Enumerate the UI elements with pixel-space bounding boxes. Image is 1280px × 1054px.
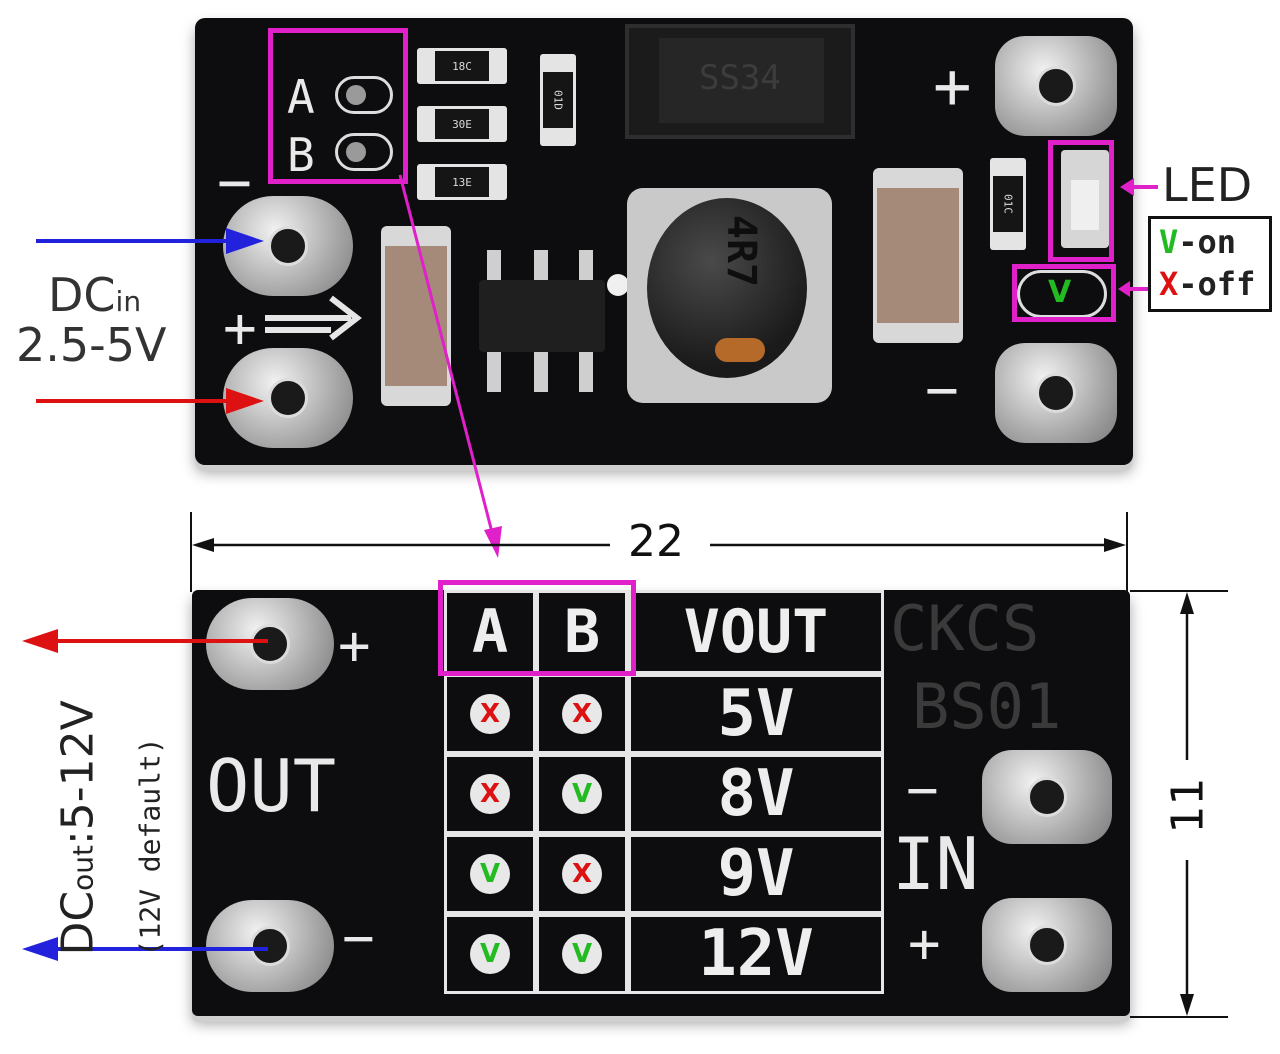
input-range: 2.5-5V <box>16 318 167 372</box>
brand-line-2: BS01 <box>912 670 1062 743</box>
table-row-3-vout: 9V <box>628 834 884 914</box>
input-minus-arrow-icon <box>36 228 264 254</box>
in-label: IN <box>892 822 979 906</box>
input-label-dc: DC <box>48 268 116 322</box>
output-label: DCout:5-12V <box>52 616 104 956</box>
pad-bottom-right-minus <box>995 343 1117 443</box>
dim-left-tick <box>190 512 192 592</box>
input-plus-arrow-icon <box>36 388 264 414</box>
top-plus-right: + <box>933 50 972 124</box>
output-label-range: :5-12V <box>52 700 104 846</box>
table-row-2-b: V <box>536 754 628 834</box>
legend-off-symbol: X <box>1159 265 1179 303</box>
legend-on-symbol: V <box>1159 223 1179 261</box>
direction-arrow-icon <box>265 295 362 341</box>
bottom-board: + − OUT A B VOUT X X 5V X V 8V V X 9V V … <box>192 590 1130 1016</box>
in-plus-sign: + <box>908 912 941 975</box>
table-row-4-vout: 12V <box>628 914 884 994</box>
resistor-3: 13E <box>417 164 507 200</box>
highlight-led <box>1048 140 1114 262</box>
highlight-led-pad <box>1012 264 1116 322</box>
resistor-1: 18C <box>417 48 507 84</box>
resistor-2: 30E <box>417 106 507 142</box>
jumper-b-label: B <box>287 128 315 182</box>
table-row-4-b: V <box>536 914 628 994</box>
dim-right-tick <box>1126 512 1128 592</box>
input-label: DCin <box>48 268 141 322</box>
top-plus-left: + <box>223 296 257 361</box>
output-label-dc: DC <box>52 890 104 956</box>
out-plus-sign: + <box>338 614 371 677</box>
led-component <box>1061 150 1109 248</box>
dim-height-label: 11 <box>1162 777 1214 834</box>
jumper-a-pad <box>335 76 393 114</box>
out-label: OUT <box>206 744 337 828</box>
input-label-sub: in <box>115 285 142 318</box>
output-plus-arrow-icon <box>22 629 268 653</box>
pad-in-minus-bottom <box>982 750 1112 844</box>
pad-in-plus <box>223 348 353 448</box>
table-row-3-a: V <box>444 834 536 914</box>
led-legend: V-on X-off <box>1148 216 1272 312</box>
in-minus-sign: − <box>906 758 939 821</box>
inductor: 4R7 <box>627 188 832 403</box>
legend-on-text: -on <box>1178 223 1237 261</box>
output-default: (12V default) <box>133 737 167 957</box>
out-minus-sign: − <box>342 906 375 969</box>
output-label-sub: out <box>66 845 100 891</box>
led-jumper-pad: V <box>1017 270 1107 318</box>
led-pointer-arrow-icon <box>1120 178 1158 196</box>
pad-top-right-plus <box>995 36 1117 136</box>
pad-in-plus-bottom <box>982 898 1112 992</box>
ic-chip <box>479 250 605 405</box>
legend-off-text: -off <box>1178 265 1256 303</box>
table-row-2-a: X <box>444 754 536 834</box>
output-minus-arrow-icon <box>22 937 268 961</box>
pad-out-minus <box>206 900 334 992</box>
table-row-1-vout: 5V <box>628 674 884 754</box>
highlight-jumpers-bottom <box>438 580 636 676</box>
table-row-3-b: X <box>536 834 628 914</box>
table-row-4-a: V <box>444 914 536 994</box>
table-row-1-a: X <box>444 674 536 754</box>
table-row-2-vout: 8V <box>628 754 884 834</box>
jumper-a-label: A <box>287 70 315 124</box>
top-minus-right: − <box>925 358 959 423</box>
dim-height-arrow-icon <box>1180 592 1194 1016</box>
led-pad-pointer-arrow-icon <box>1118 281 1148 297</box>
dim-width-arrow-icon <box>192 538 1126 552</box>
dim-width-label: 22 <box>628 516 684 567</box>
led-label: LED <box>1162 158 1253 212</box>
diode: SS34 <box>625 24 855 139</box>
pad-out-plus <box>206 598 334 690</box>
brand-line-1: CKCS <box>890 592 1040 665</box>
dim-bottom-tick <box>1130 1016 1228 1018</box>
capacitor-right <box>873 168 963 343</box>
jumper-connector-line <box>398 174 502 558</box>
top-board: A B 18C 30E 13E 01D SS34 + − + <box>195 18 1133 465</box>
table-row-1-b: X <box>536 674 628 754</box>
resistor-small-2: 01C <box>990 158 1026 250</box>
dim-top-tick <box>1130 590 1228 592</box>
table-header-vout: VOUT <box>628 590 884 674</box>
highlight-jumpers-top <box>268 28 408 184</box>
test-point <box>607 274 629 296</box>
resistor-small: 01D <box>540 54 576 146</box>
jumper-b-pad <box>335 133 393 171</box>
